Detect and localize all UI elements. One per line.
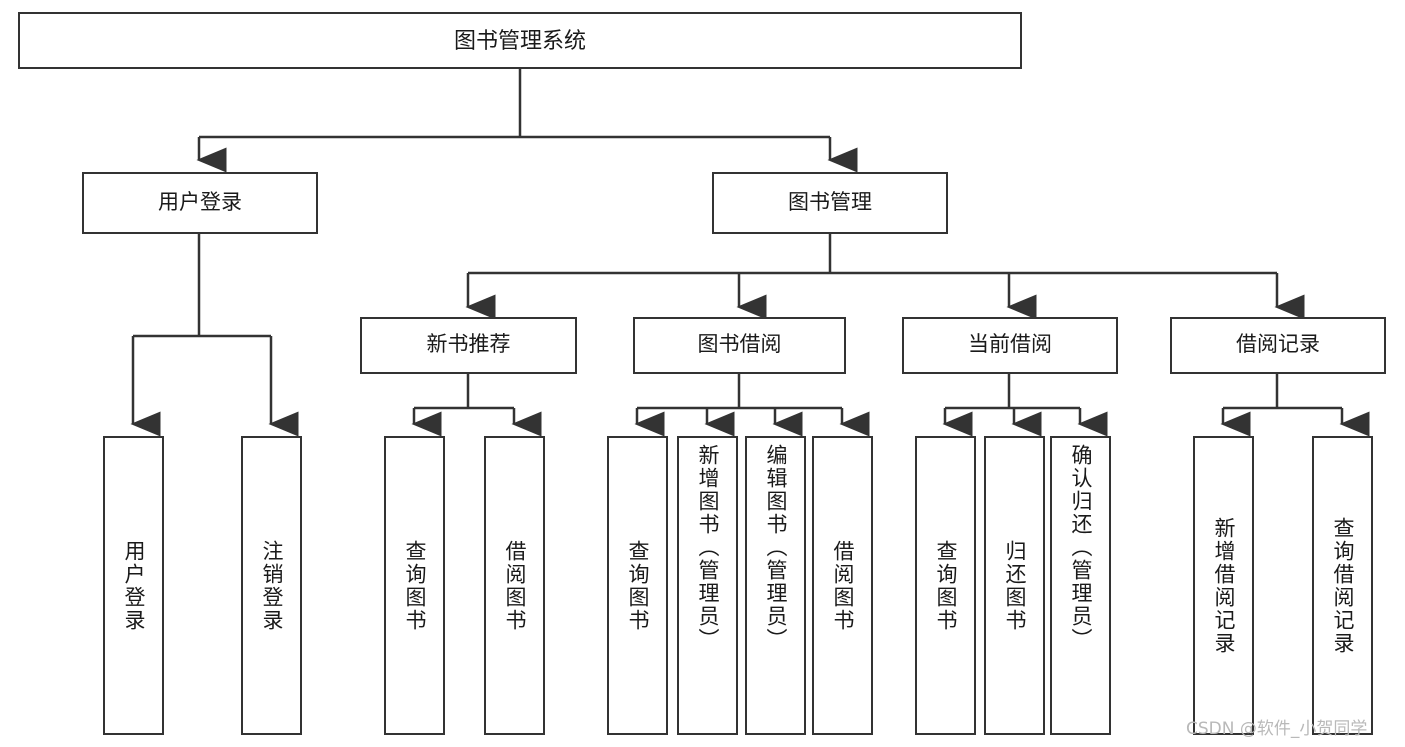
node-label: 借阅记录 <box>1236 333 1320 357</box>
node-book-management[interactable]: 图书管理 <box>712 172 948 234</box>
node-label: 注销登录 <box>260 539 283 632</box>
node-label: 当前借阅 <box>968 333 1052 357</box>
leaf-user-login[interactable]: 用户登录 <box>103 436 164 735</box>
leaf-search-books-borrow[interactable]: 查询图书 <box>607 436 668 735</box>
node-user-login[interactable]: 用户登录 <box>82 172 318 234</box>
leaf-confirm-return-admin[interactable]: 确认归还（管理员） <box>1050 436 1111 735</box>
node-current-borrow[interactable]: 当前借阅 <box>902 317 1118 374</box>
leaf-add-book-admin[interactable]: 新增图书（管理员） <box>677 436 738 735</box>
node-label: 编辑图书（管理员） <box>764 444 787 651</box>
leaf-borrow-books-new[interactable]: 借阅图书 <box>484 436 545 735</box>
leaf-borrow-books-borrow[interactable]: 借阅图书 <box>812 436 873 735</box>
node-label: 新增借阅记录 <box>1212 516 1235 655</box>
leaf-search-borrow-record[interactable]: 查询借阅记录 <box>1312 436 1373 735</box>
node-label: 归还图书 <box>1003 539 1026 632</box>
node-root-system[interactable]: 图书管理系统 <box>18 12 1022 69</box>
node-label: 图书管理系统 <box>453 27 586 53</box>
leaf-edit-book-admin[interactable]: 编辑图书（管理员） <box>745 436 806 735</box>
node-label: 查询借阅记录 <box>1331 516 1354 655</box>
node-label: 图书借阅 <box>697 333 782 357</box>
node-label: 查询图书 <box>626 539 649 632</box>
leaf-return-books[interactable]: 归还图书 <box>984 436 1045 735</box>
leaf-search-books-new[interactable]: 查询图书 <box>384 436 445 735</box>
node-label: 借阅图书 <box>831 539 854 632</box>
node-borrow-records[interactable]: 借阅记录 <box>1170 317 1386 374</box>
leaf-search-books-current[interactable]: 查询图书 <box>915 436 976 735</box>
node-label: 用户登录 <box>158 190 242 214</box>
node-label: 借阅图书 <box>503 539 526 632</box>
node-book-borrow[interactable]: 图书借阅 <box>633 317 846 374</box>
node-label: 确认归还（管理员） <box>1069 444 1092 651</box>
leaf-logout[interactable]: 注销登录 <box>241 436 302 735</box>
node-label: 用户登录 <box>122 539 145 632</box>
leaf-add-borrow-record[interactable]: 新增借阅记录 <box>1193 436 1254 735</box>
node-label: 新增图书（管理员） <box>696 444 719 651</box>
node-label: 查询图书 <box>403 539 426 632</box>
node-label: 查询图书 <box>934 539 957 632</box>
watermark-text: CSDN @软件_小贺同学 <box>1186 719 1368 739</box>
node-label: 新书推荐 <box>426 333 511 357</box>
node-new-book-recommend[interactable]: 新书推荐 <box>360 317 577 374</box>
node-label: 图书管理 <box>788 190 872 214</box>
